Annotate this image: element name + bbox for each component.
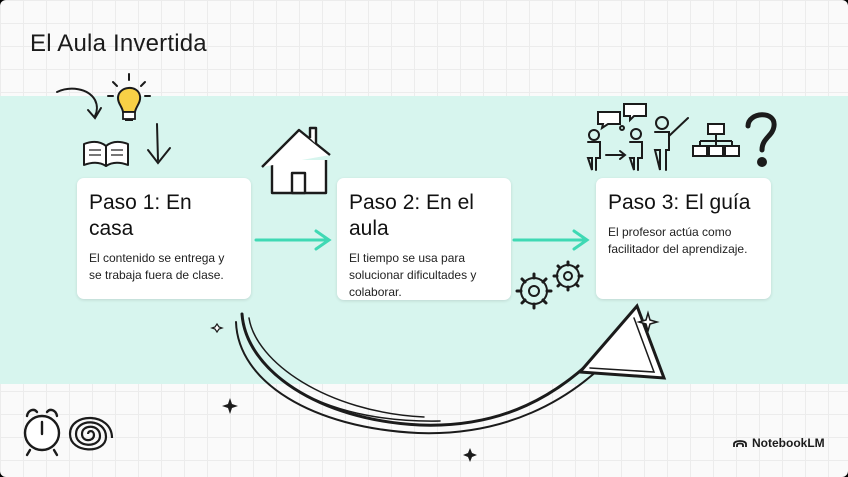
slide-title: El Aula Invertida [30, 30, 207, 57]
spiral-icon [68, 416, 114, 451]
step-card-3: Paso 3: El guía El profesor actúa como f… [596, 178, 771, 299]
lightbulb-icon [107, 73, 151, 121]
gears-icon [515, 260, 584, 310]
curved-return-arrow-icon [235, 303, 667, 435]
down-arrow-icon [147, 123, 171, 165]
curly-arrow-icon [56, 87, 102, 120]
brand-watermark: NotebookLM [733, 436, 825, 450]
step-body: El contenido se entrega y se trabaja fue… [89, 251, 225, 282]
step-heading: Paso 2: En el aula [349, 191, 474, 240]
step-heading: Paso 3: El guía [608, 191, 751, 214]
teacher-icon [653, 116, 689, 171]
brand-name: NotebookLM [752, 436, 825, 450]
notebooklm-logo-icon [733, 440, 747, 447]
sparkle-icon [210, 310, 660, 462]
house-icon [261, 126, 331, 195]
alarm-clock-icon [23, 408, 61, 457]
step-body: El tiempo se usa para solucionar dificul… [349, 251, 477, 299]
step-card-2: Paso 2: En el aula El tiempo se usa para… [337, 178, 511, 300]
flow-arrow-icon [512, 229, 590, 251]
hierarchy-icon [692, 123, 740, 157]
people-discussion-icon [586, 103, 647, 171]
step-heading: Paso 1: En casa [89, 191, 192, 240]
flow-arrow-icon [254, 229, 332, 251]
step-card-1: Paso 1: En casa El contenido se entrega … [77, 178, 251, 299]
question-mark-icon [745, 112, 777, 167]
step-body: El profesor actúa como facilitador del a… [608, 225, 748, 256]
book-icon [83, 140, 129, 167]
